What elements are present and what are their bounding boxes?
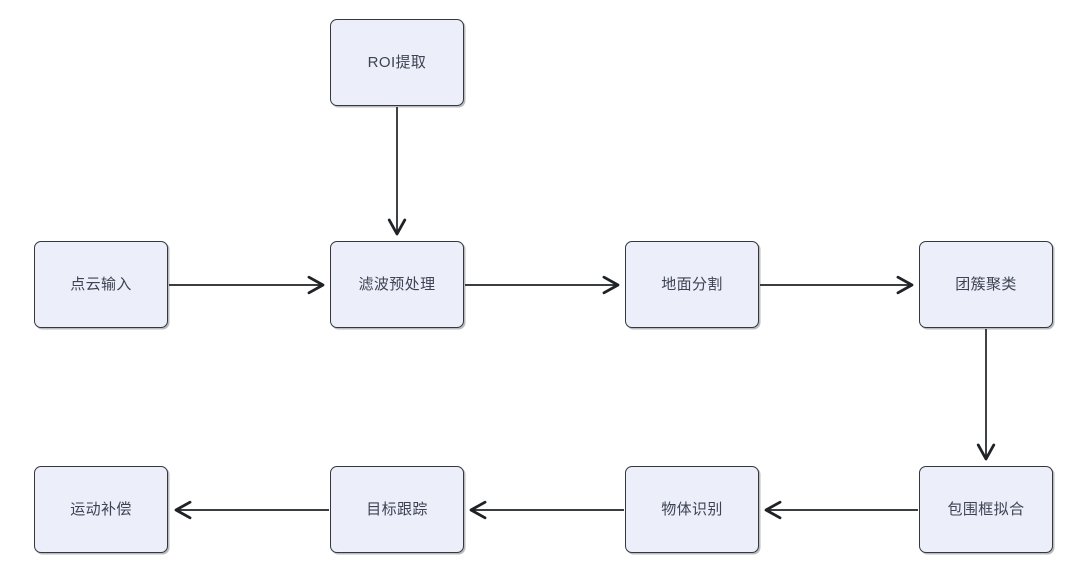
node-label: 滤波预处理 <box>358 275 436 293</box>
node-motion-compensation[interactable]: 运动补偿 <box>34 466 168 553</box>
node-filter-preprocess[interactable]: 滤波预处理 <box>330 241 464 328</box>
node-bounding-box-fitting[interactable]: 包围框拟合 <box>919 466 1053 553</box>
node-label: ROI提取 <box>367 53 427 71</box>
node-roi[interactable]: ROI提取 <box>330 19 464 106</box>
node-label: 目标跟踪 <box>366 500 428 518</box>
node-point-cloud-input[interactable]: 点云输入 <box>34 241 168 328</box>
node-cluster[interactable]: 团簇聚类 <box>919 241 1053 328</box>
node-object-recognition[interactable]: 物体识别 <box>625 466 759 553</box>
node-object-tracking[interactable]: 目标跟踪 <box>330 466 464 553</box>
node-label: 物体识别 <box>661 500 723 518</box>
node-label: 运动补偿 <box>70 500 132 518</box>
node-label: 点云输入 <box>70 275 132 293</box>
node-ground-segmentation[interactable]: 地面分割 <box>625 241 759 328</box>
node-label: 包围框拟合 <box>947 500 1025 518</box>
node-label: 地面分割 <box>661 275 723 293</box>
node-label: 团簇聚类 <box>955 275 1017 293</box>
